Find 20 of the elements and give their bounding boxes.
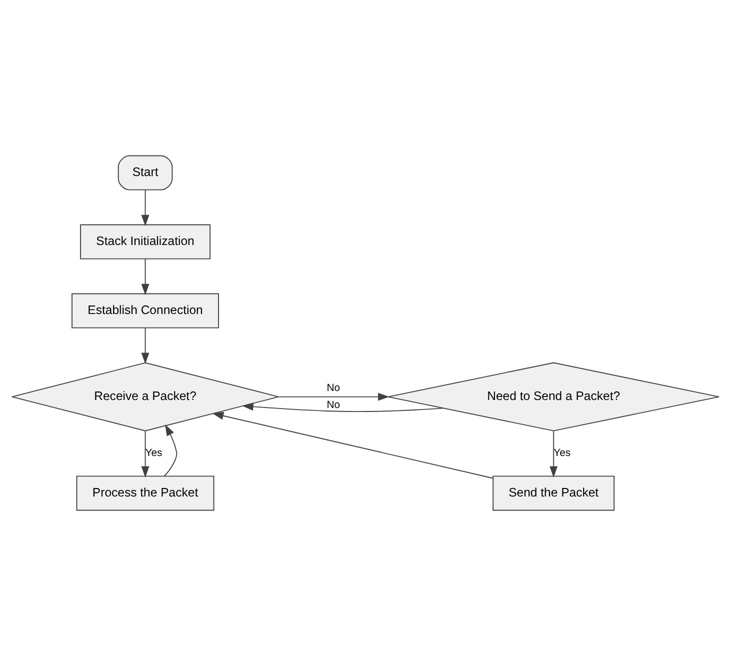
arrow — [141, 326, 150, 364]
node-box: Send the Packet — [492, 475, 615, 510]
arrow — [141, 189, 150, 226]
edge-label: No — [326, 399, 340, 410]
arrow — [141, 430, 150, 478]
arrow — [141, 258, 150, 295]
arrow — [278, 392, 390, 400]
arrow — [550, 430, 558, 478]
arrow — [164, 424, 178, 476]
arrow — [212, 411, 494, 478]
edge-label: Yes — [145, 448, 162, 459]
node-box: Process the Packet — [76, 475, 214, 510]
node-diamond: Need to Send a Packet? — [388, 362, 720, 431]
arrow — [242, 402, 444, 412]
edge-label: Yes — [554, 448, 571, 459]
node-box: Start — [118, 154, 173, 190]
node-box: Stack Initialization — [80, 224, 210, 259]
edge-label: No — [326, 382, 340, 394]
node-diamond: Receive a Packet? — [12, 362, 280, 431]
node-box: Establish Connection — [72, 292, 219, 328]
